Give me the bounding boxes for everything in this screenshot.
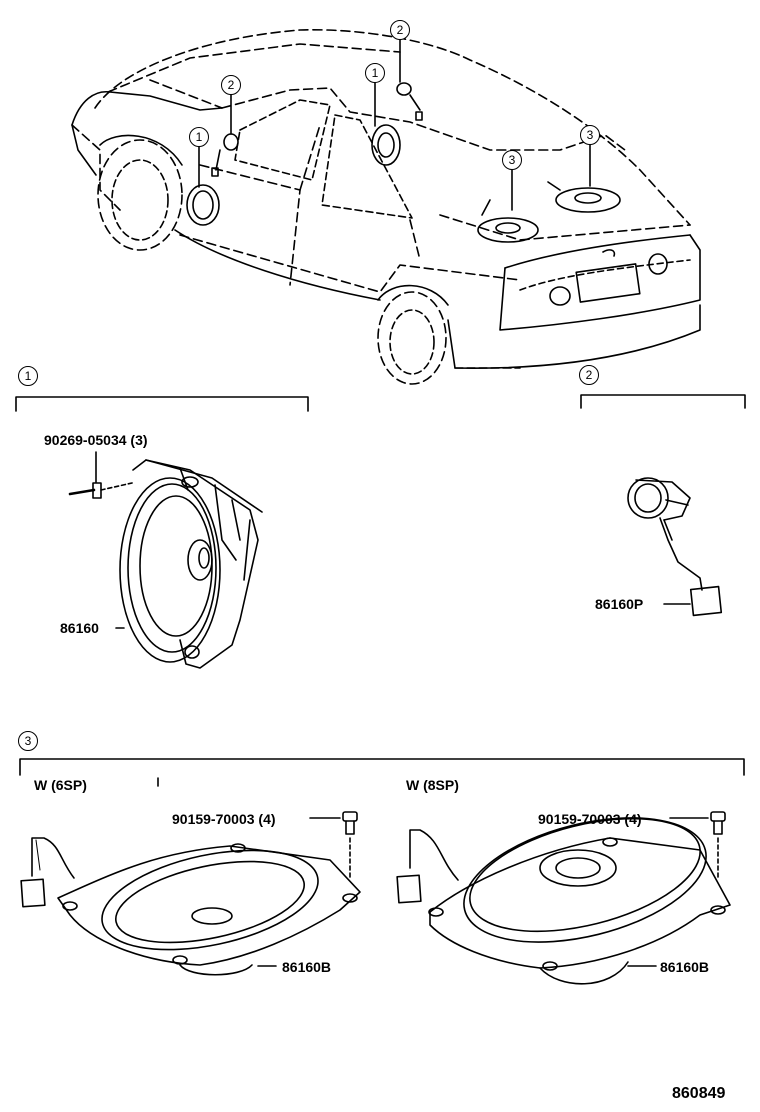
rear-speaker-part-number-8sp: 86160B — [660, 959, 710, 975]
section-3-bracket — [19, 758, 745, 776]
screw-part-number-8sp: 90159-70003 (4) — [538, 811, 642, 827]
section-3-number: 3 — [18, 731, 38, 751]
callout-1-rear-door-speaker: 1 — [365, 63, 385, 83]
variant-8sp-label: W (8SP) — [406, 777, 459, 793]
car-illustration — [71, 28, 701, 385]
callout-3-shelf-speaker-right: 3 — [580, 125, 600, 145]
tweeter-on-car-left — [211, 133, 239, 177]
callout-3-shelf-speaker-left: 3 — [502, 150, 522, 170]
bolt-part-number: 90269-05034 (3) — [44, 432, 148, 448]
rear-speaker-part-number-6sp: 86160B — [282, 959, 332, 975]
callout-2-rear-tweeter: 2 — [390, 20, 410, 40]
door-speaker-86160 — [68, 451, 263, 669]
tweeter-part-number: 86160P — [595, 596, 644, 612]
screw-part-number-6sp: 90159-70003 (4) — [172, 811, 276, 827]
callout-2-front-tweeter: 2 — [221, 75, 241, 95]
section-2-bracket — [580, 394, 746, 409]
rear-speaker-8sp — [396, 811, 731, 985]
callout-1-front-speaker: 1 — [189, 127, 209, 147]
door-speaker-part-number: 86160 — [60, 620, 99, 636]
tweeter-on-car-top — [396, 82, 423, 121]
variant-6sp-label: W (6SP) — [34, 777, 87, 793]
section-1-number: 1 — [18, 366, 38, 386]
rear-shelf-speaker-on-car-left — [477, 199, 539, 243]
tweeter-86160P — [627, 477, 723, 617]
section-2-number: 2 — [579, 365, 599, 385]
rear-shelf-speaker-on-car-right — [547, 181, 621, 213]
front-door-speaker-on-car — [186, 184, 220, 226]
section-1-bracket — [15, 396, 309, 412]
rear-door-speaker-on-car — [371, 124, 401, 166]
figure-number: 860849 — [672, 1085, 726, 1102]
rear-speaker-6sp — [20, 811, 361, 976]
